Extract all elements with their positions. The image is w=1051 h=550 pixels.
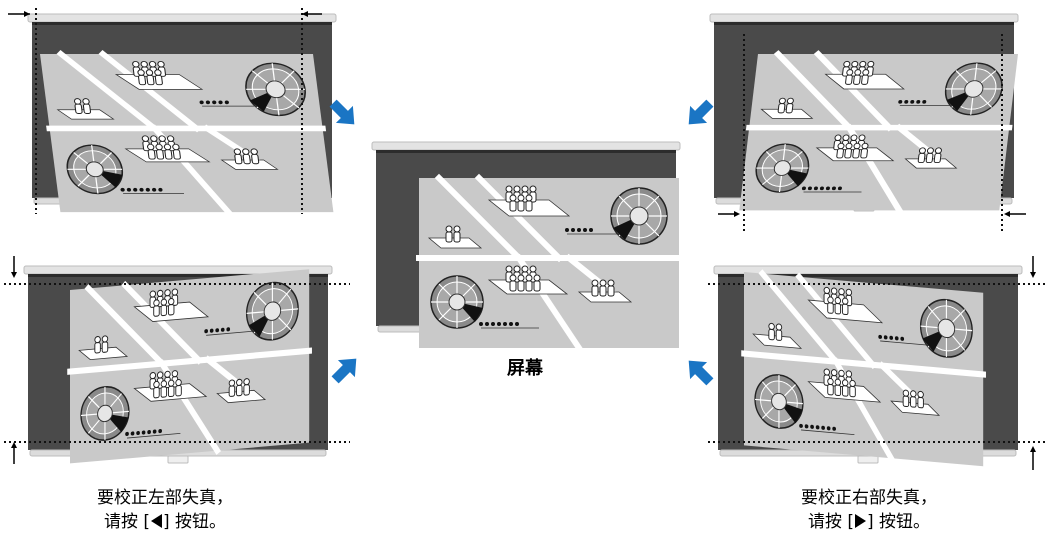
caption-left: 要校正左部失真， 请按 [ ] 按钮。 (65, 486, 265, 534)
screen-top-right (709, 13, 1018, 234)
caption-left-line2: 请按 [ ] 按钮。 (65, 510, 265, 534)
height-arrow-bottom-icon (11, 442, 17, 464)
height-arrow-right-bottom-icon (1030, 446, 1036, 470)
arrow-bottom-left-icon (326, 350, 365, 389)
caption-right-line1: 要校正右部失真， (801, 488, 937, 508)
screen-bottom-right (708, 265, 1048, 466)
caption-left-prefix: 请按 [ (103, 512, 150, 532)
caption-left-line1: 要校正左部失真， (97, 488, 233, 508)
screen-top-left (27, 8, 336, 214)
caption-right-prefix: 请按 [ (807, 512, 854, 532)
caption-right-suffix: ] 按钮。 (867, 512, 931, 532)
height-arrow-top-icon (11, 256, 17, 278)
right-triangle-icon (855, 514, 866, 528)
center-screen-label: 屏幕 (507, 358, 543, 379)
screen-center (371, 141, 680, 348)
arrow-top-right-icon (680, 94, 719, 133)
width-arrow-right-icon (302, 11, 322, 17)
caption-left-suffix: ] 按钮。 (163, 512, 227, 532)
left-triangle-icon (151, 514, 162, 528)
caption-right: 要校正右部失真， 请按 [ ] 按钮。 (769, 486, 969, 534)
width-arrow-bottom-left-icon (718, 211, 740, 217)
screen-bottom-left (4, 265, 350, 463)
height-arrow-right-top-icon (1030, 256, 1036, 278)
width-arrow-left-icon (8, 11, 30, 17)
width-arrow-bottom-right-icon (1004, 211, 1026, 217)
arrow-bottom-right-icon (680, 352, 719, 391)
caption-right-line2: 请按 [ ] 按钮。 (769, 510, 969, 534)
